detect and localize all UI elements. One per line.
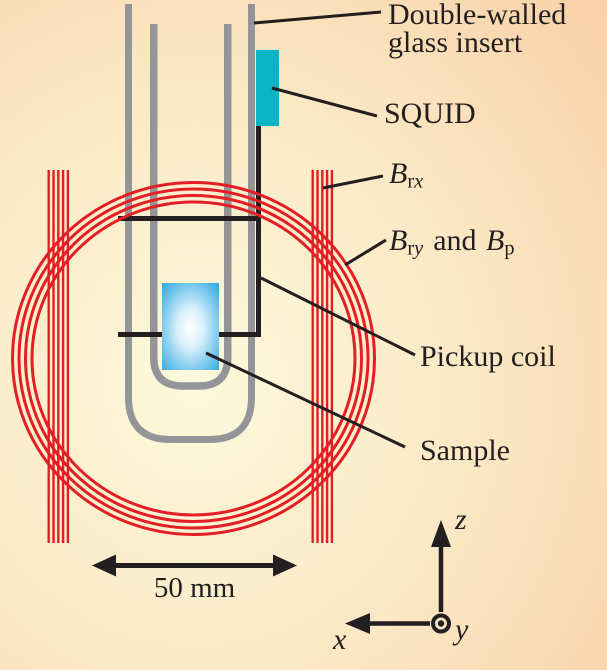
pickup-coil-leader-line (260, 276, 416, 357)
bp-symbol: B (486, 224, 505, 257)
glass-insert-label-line2: glass insert (388, 26, 523, 59)
scale-arrowhead-right (273, 554, 297, 577)
squid-label: SQUID (384, 97, 476, 130)
glass-insert-label: Double-walled glass insert (388, 0, 567, 59)
brx-leader-line (322, 174, 384, 190)
bry-symbol: B (389, 224, 408, 257)
y-axis-label: y (455, 613, 469, 646)
bry-bp-coil-rings (11, 181, 376, 536)
x-axis-label: x (333, 623, 347, 656)
brx-sub-italic: x (414, 170, 424, 193)
scale-bar-arrow (92, 554, 297, 577)
y-axis-out-of-page-dot (437, 620, 445, 627)
y-axis-out-of-page-ring (431, 613, 451, 634)
scale-bar-label: 50 mm (153, 572, 236, 604)
sample-block (162, 283, 219, 370)
coordinate-axes (345, 520, 451, 634)
bry-bp-leader-line (344, 238, 387, 267)
bry-sub-roman: r (407, 237, 415, 260)
z-axis-label: z (455, 503, 467, 536)
glass-insert-leader-line (253, 10, 382, 25)
sample-leader-line (205, 351, 406, 449)
scale-arrowhead-left (92, 554, 116, 577)
brx-coil-left-bundle (47, 170, 70, 543)
pickup-coil-label: Pickup coil (420, 340, 556, 373)
conjunction-text: and (433, 224, 477, 257)
brx-symbol: B (389, 157, 408, 190)
z-axis-arrowhead (431, 520, 451, 547)
bry-sub-italic: y (414, 237, 424, 260)
sample-label: Sample (420, 434, 510, 467)
bp-sub-roman: p (504, 237, 515, 260)
brx-sub-roman: r (407, 170, 415, 193)
glass-outer-tube (125, 4, 255, 443)
glass-insert-label-line1: Double-walled (388, 0, 567, 31)
x-axis-arrowhead (345, 613, 370, 634)
squid-chip (256, 50, 279, 126)
glass-inner-tube (150, 24, 232, 390)
brx-label: Brx (389, 157, 423, 192)
squid-leader-line (271, 86, 378, 118)
